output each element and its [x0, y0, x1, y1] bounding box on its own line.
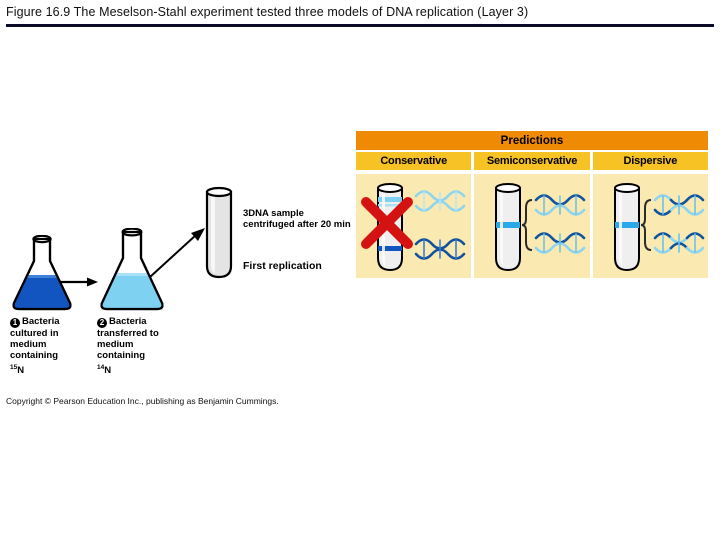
brace-icon: [522, 199, 533, 251]
step-2-isotope-symbol: N: [104, 364, 112, 376]
first-replication-label: First replication: [243, 260, 322, 272]
arrow-to-centrifuge: [148, 225, 210, 285]
step-3-number: 3: [243, 208, 249, 219]
step-2-number: 2: [97, 318, 107, 328]
helix-light-top: [414, 190, 466, 212]
flask-15n: [8, 235, 76, 313]
step-1-isotope-mass: 15: [10, 363, 18, 371]
helix-mixed-bottom: [653, 232, 704, 254]
step-3-body: centrifuged after 20 min: [243, 219, 351, 231]
helix-mixed-top: [653, 194, 704, 216]
prediction-panel-conservative: [356, 174, 472, 278]
dispersive-tube: [613, 183, 640, 272]
step-1-lead: Bacteria: [22, 316, 60, 327]
tube-sample: [202, 186, 236, 280]
step-2-isotope-mass: 14: [97, 363, 105, 371]
figure-canvas: 3DNA sample centrifuged after 20 min Fir…: [0, 120, 720, 420]
prediction-panel-semiconservative: [474, 174, 590, 278]
helix-dark-bottom: [414, 238, 466, 260]
step-2-body: transferred to medium containing: [97, 328, 159, 362]
helix-hybrid-bottom: [535, 232, 586, 254]
semiconservative-illustration: [495, 183, 586, 272]
step-1-number: 1: [10, 318, 20, 328]
brace-icon: [640, 199, 651, 251]
dispersive-illustration: [613, 183, 704, 272]
helix-hybrid-top: [535, 194, 586, 216]
prediction-panel-dispersive: [592, 174, 708, 278]
prediction-label-conservative: Conservative: [356, 152, 472, 170]
page-title: Figure 16.9 The Meselson-Stahl experimen…: [6, 5, 529, 19]
red-x-icon: [361, 197, 413, 249]
copyright-notice: Copyright © Pearson Education Inc., publ…: [6, 396, 279, 406]
flask-14n: [96, 228, 168, 314]
prediction-label-dispersive: Dispersive: [592, 152, 708, 170]
title-divider: [6, 24, 714, 27]
prediction-label-semiconservative: Semiconservative: [474, 152, 590, 170]
semiconservative-tube: [495, 183, 522, 272]
predictions-label-row: Conservative Semiconservative Dispersive: [356, 152, 708, 170]
step-3-lead: DNA sample: [248, 208, 304, 219]
step-1-isotope-symbol: N: [17, 364, 25, 376]
conservative-illustration: [361, 183, 466, 272]
predictions-panel-row: [356, 174, 708, 278]
arrow-transfer: [60, 275, 100, 294]
step-1-body: cultured in medium containing: [10, 328, 59, 362]
predictions-header: Predictions: [356, 131, 708, 150]
step-2-lead: Bacteria: [109, 316, 147, 327]
step-3-caption: 3DNA sample centrifuged after 20 min: [243, 208, 353, 230]
